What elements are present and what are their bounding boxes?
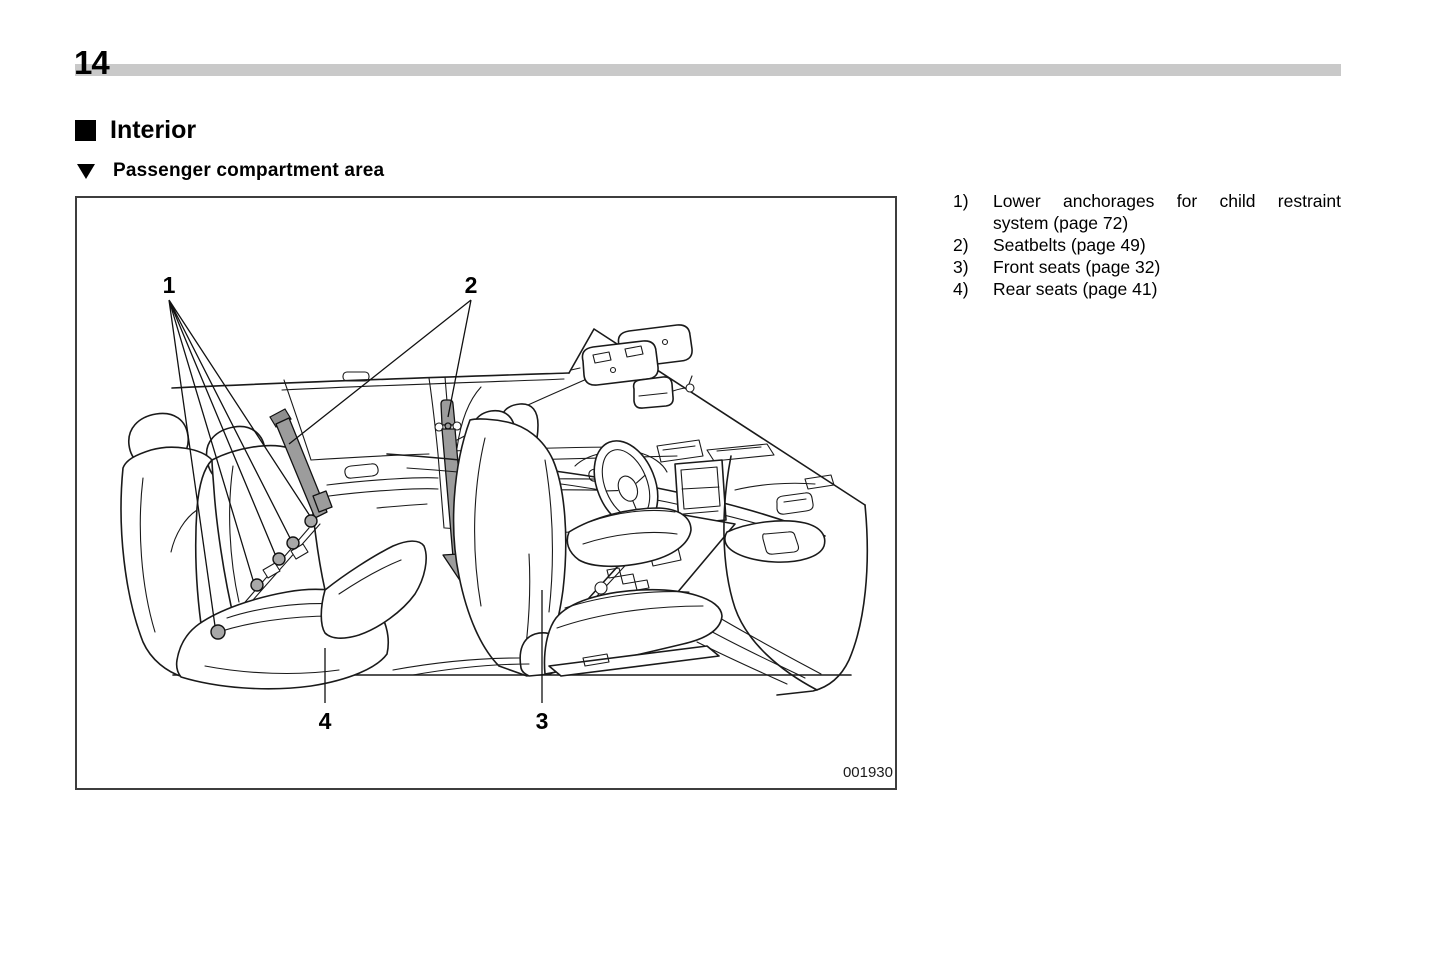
legend-item-seatbelts: 2) Seatbelts (page 49) (953, 234, 1343, 256)
legend-item-number: 1) (953, 191, 969, 211)
callout-label-2: 2 (465, 272, 478, 298)
triangle-bullet-icon (77, 163, 95, 179)
legend-item-front-seats: 3) Front seats (page 32) (953, 256, 1343, 278)
figure-legend: 1) Lower anchorages for child restraint … (953, 190, 1343, 300)
figure-code: 001930 (843, 764, 893, 781)
driver-seat-cushion (566, 507, 692, 568)
section-heading: Interior (75, 116, 196, 145)
callout-label-4: 4 (319, 708, 332, 734)
rear-seat-cushion (175, 540, 427, 690)
legend-item-number: 3) (953, 257, 969, 277)
square-bullet-icon (75, 120, 96, 141)
callout-label-1: 1 (163, 272, 176, 298)
legend-item-text: Front seats (page 32) (993, 257, 1161, 277)
front-seat (452, 403, 723, 677)
legend-item-number: 2) (953, 235, 969, 255)
rear-seatbelt (269, 408, 333, 519)
figure-box: 1 2 3 4 001930 (75, 196, 897, 790)
legend-item-text: Rear seats (page 41) (993, 279, 1158, 299)
rearview-mirror (632, 375, 695, 409)
callout-label-3: 3 (536, 708, 549, 734)
legend-item-number: 4) (953, 279, 969, 299)
legend-item-anchorages: 1) Lower anchorages for child restraint … (953, 190, 1343, 234)
sun-visors (570, 324, 693, 386)
front-door-panel (696, 455, 835, 691)
legend-item-text: Seatbelts (page 49) (993, 235, 1146, 255)
section-title: Interior (110, 116, 197, 144)
rear-seat (120, 412, 326, 682)
header-rule (75, 64, 1341, 76)
page-number: 14 (74, 44, 110, 81)
child-restraint-anchor-points (210, 514, 318, 640)
legend-item-text: Lower anchorages for child restraint sys… (993, 191, 1341, 233)
subsection-heading: Passenger compartment area (77, 160, 384, 182)
subsection-title: Passenger compartment area (113, 160, 385, 181)
floor-lines (392, 657, 530, 676)
callout-leader-lines (168, 299, 543, 703)
legend-item-rear-seats: 4) Rear seats (page 41) (953, 278, 1343, 300)
passenger-compartment-diagram: 1 2 3 4 001930 (120, 272, 893, 781)
